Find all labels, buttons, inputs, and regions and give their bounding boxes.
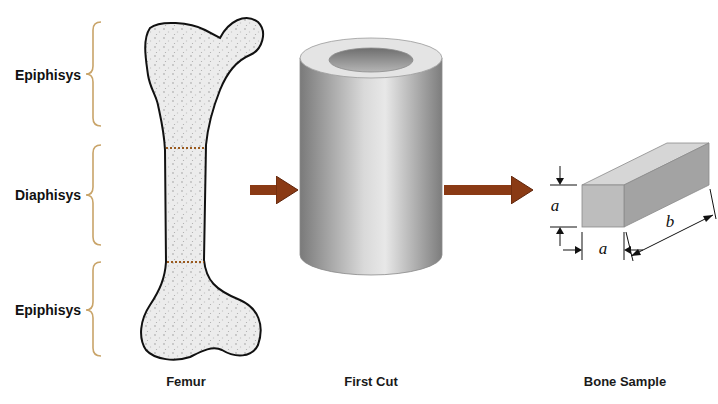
cut-line	[166, 148, 206, 262]
figure-caption: Bone Sample	[533, 374, 717, 389]
region-label: Diaphisys	[15, 187, 81, 203]
figure-caption: Femur	[122, 374, 250, 389]
dimension-lines	[550, 166, 716, 261]
region-label: Epiphisys	[15, 302, 81, 318]
figure-group: Bone Sample	[533, 120, 717, 395]
region-label: Epiphisys	[15, 67, 81, 83]
process-arrow	[444, 185, 519, 195]
dimension-label: b	[666, 212, 675, 232]
cylinder	[300, 38, 442, 275]
bone-bar	[582, 143, 709, 227]
figure-group: First Cut	[298, 30, 444, 395]
dimension-label: a	[551, 196, 560, 216]
dimension-label: a	[599, 239, 608, 259]
figure-group: Femur	[122, 10, 250, 395]
process-arrow	[250, 185, 284, 195]
figure-caption: First Cut	[298, 374, 444, 389]
femur-outline	[141, 18, 263, 360]
bracket	[86, 22, 101, 356]
